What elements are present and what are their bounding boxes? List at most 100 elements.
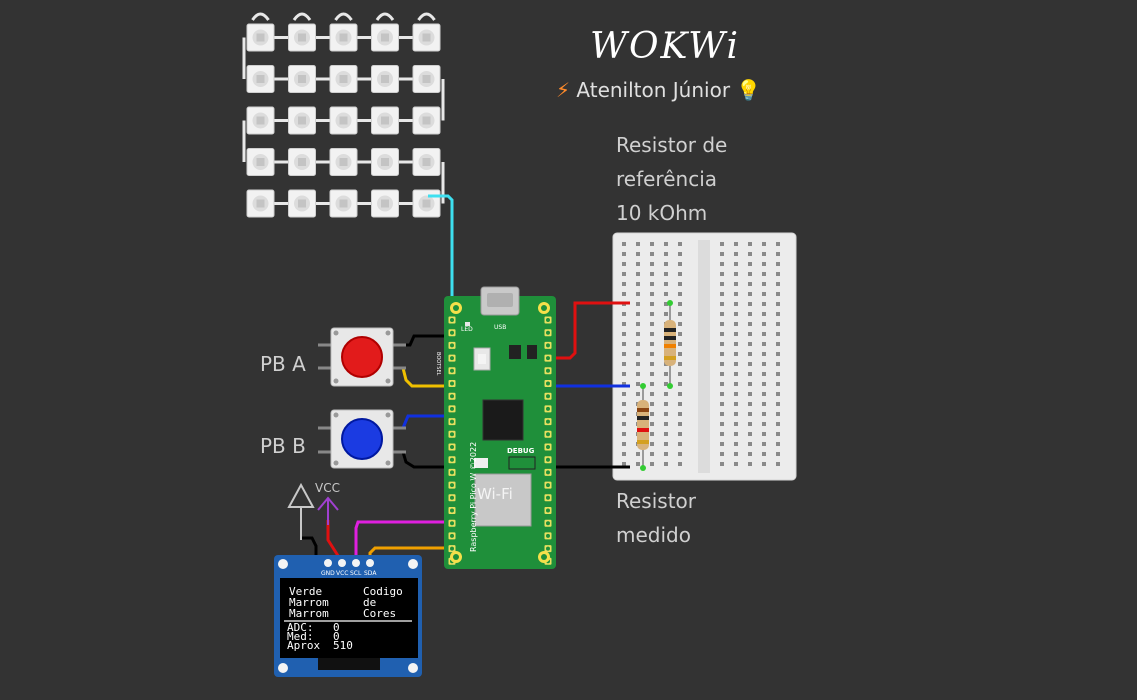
breadboard-hole xyxy=(622,362,626,366)
neopixel-led[interactable] xyxy=(288,65,316,93)
neopixel-led[interactable] xyxy=(329,106,358,135)
neopixel-led[interactable] xyxy=(329,189,358,218)
measured-resistor[interactable] xyxy=(637,383,649,471)
breadboard-hole xyxy=(762,252,766,256)
pico-pins xyxy=(448,316,552,565)
wokwi-logo: WOKWi xyxy=(590,26,741,67)
pico-pin-hole xyxy=(450,419,454,424)
breadboard-hole xyxy=(748,242,752,246)
pico-pin-hole xyxy=(450,368,454,373)
breadboard-hole xyxy=(622,452,626,456)
author-name: Atenilton Júnior xyxy=(576,78,731,102)
breadboard-hole xyxy=(748,392,752,396)
breadboard-hole xyxy=(622,372,626,376)
neopixel-led[interactable] xyxy=(412,148,441,176)
breadboard-hole xyxy=(636,312,640,316)
lightbulb-icon: 💡 xyxy=(736,78,762,102)
neopixel-led[interactable] xyxy=(288,148,316,176)
wire-red-ref xyxy=(548,301,630,360)
breadboard-hole xyxy=(664,402,668,406)
breadboard-hole xyxy=(678,462,682,466)
neopixel-led[interactable] xyxy=(371,148,399,176)
breadboard-hole xyxy=(734,402,738,406)
wire-magenta-scl xyxy=(354,520,452,565)
breadboard-hole xyxy=(622,292,626,296)
reference-resistor-note: Resistor de referência 10 kOhm xyxy=(616,128,727,230)
breadboard-hole xyxy=(734,292,738,296)
breadboard-hole xyxy=(664,302,668,306)
oled-pin-gnd: GND xyxy=(321,570,335,577)
breadboard-hole xyxy=(678,352,682,356)
breadboard-hole xyxy=(664,412,668,416)
breadboard-hole xyxy=(678,452,682,456)
neopixel-led[interactable] xyxy=(288,189,316,218)
neopixel-led[interactable] xyxy=(412,106,441,135)
neopixel-led[interactable] xyxy=(288,106,316,135)
led-label: LED xyxy=(461,326,473,333)
neopixel-led[interactable] xyxy=(412,189,441,218)
breadboard-hole xyxy=(734,262,738,266)
breadboard-hole xyxy=(776,432,780,436)
neopixel-led[interactable] xyxy=(329,148,358,176)
breadboard-hole xyxy=(748,452,752,456)
neopixel-led[interactable] xyxy=(329,65,358,93)
breadboard-hole xyxy=(650,382,654,386)
oled-display[interactable] xyxy=(274,555,422,677)
breadboard-hole xyxy=(720,242,724,246)
neopixel-led[interactable] xyxy=(412,23,441,52)
breadboard-hole xyxy=(636,342,640,346)
neopixel-led[interactable] xyxy=(288,23,316,52)
breadboard-hole xyxy=(664,382,668,386)
breadboard-hole xyxy=(776,342,780,346)
pico-pin-hole xyxy=(546,356,550,361)
breadboard-hole xyxy=(678,342,682,346)
pico-pin-hole xyxy=(450,381,454,386)
oled-pin-vcc: VCC xyxy=(336,570,349,577)
led-matrix[interactable] xyxy=(246,23,441,218)
pb-b-label: PB B xyxy=(260,434,306,458)
breadboard-hole xyxy=(622,272,626,276)
breadboard-hole xyxy=(776,412,780,416)
breadboard-hole xyxy=(776,372,780,376)
raspberry-pi-pico-w[interactable] xyxy=(444,286,556,569)
neopixel-led[interactable] xyxy=(371,189,399,218)
breadboard-hole xyxy=(762,312,766,316)
neopixel-led[interactable] xyxy=(329,23,358,52)
breadboard-hole xyxy=(748,282,752,286)
neopixel-led[interactable] xyxy=(246,23,275,52)
push-button-b[interactable] xyxy=(318,409,406,469)
pico-pin-hole xyxy=(450,508,454,513)
breadboard-hole xyxy=(664,422,668,426)
breadboard-hole xyxy=(776,332,780,336)
reference-resistor[interactable] xyxy=(664,300,676,389)
neopixel-led[interactable] xyxy=(246,148,275,176)
breadboard-hole xyxy=(734,392,738,396)
pico-pin-hole xyxy=(546,508,550,513)
oled-title-2: de xyxy=(363,596,377,609)
breadboard-hole xyxy=(720,432,724,436)
neopixel-led[interactable] xyxy=(371,65,399,93)
breadboard-hole xyxy=(748,322,752,326)
breadboard-hole xyxy=(734,342,738,346)
breadboard[interactable] xyxy=(612,232,797,481)
breadboard-hole xyxy=(622,412,626,416)
breadboard-hole xyxy=(622,392,626,396)
neopixel-led[interactable] xyxy=(371,106,399,135)
breadboard-hole xyxy=(720,302,724,306)
breadboard-hole xyxy=(622,442,626,446)
pico-pin-hole xyxy=(450,432,454,437)
neopixel-led[interactable] xyxy=(246,65,275,93)
breadboard-hole xyxy=(762,302,766,306)
breadboard-hole xyxy=(720,352,724,356)
neopixel-led[interactable] xyxy=(246,189,275,218)
neopixel-led[interactable] xyxy=(412,65,441,93)
oled-color-3: Marrom xyxy=(289,607,329,620)
neopixel-led[interactable] xyxy=(371,23,399,52)
breadboard-hole xyxy=(664,392,668,396)
breadboard-hole xyxy=(650,422,654,426)
neopixel-led[interactable] xyxy=(246,106,275,135)
push-button-a[interactable] xyxy=(318,327,406,387)
breadboard-hole xyxy=(678,262,682,266)
wifi-label: Wi-Fi xyxy=(477,485,513,503)
